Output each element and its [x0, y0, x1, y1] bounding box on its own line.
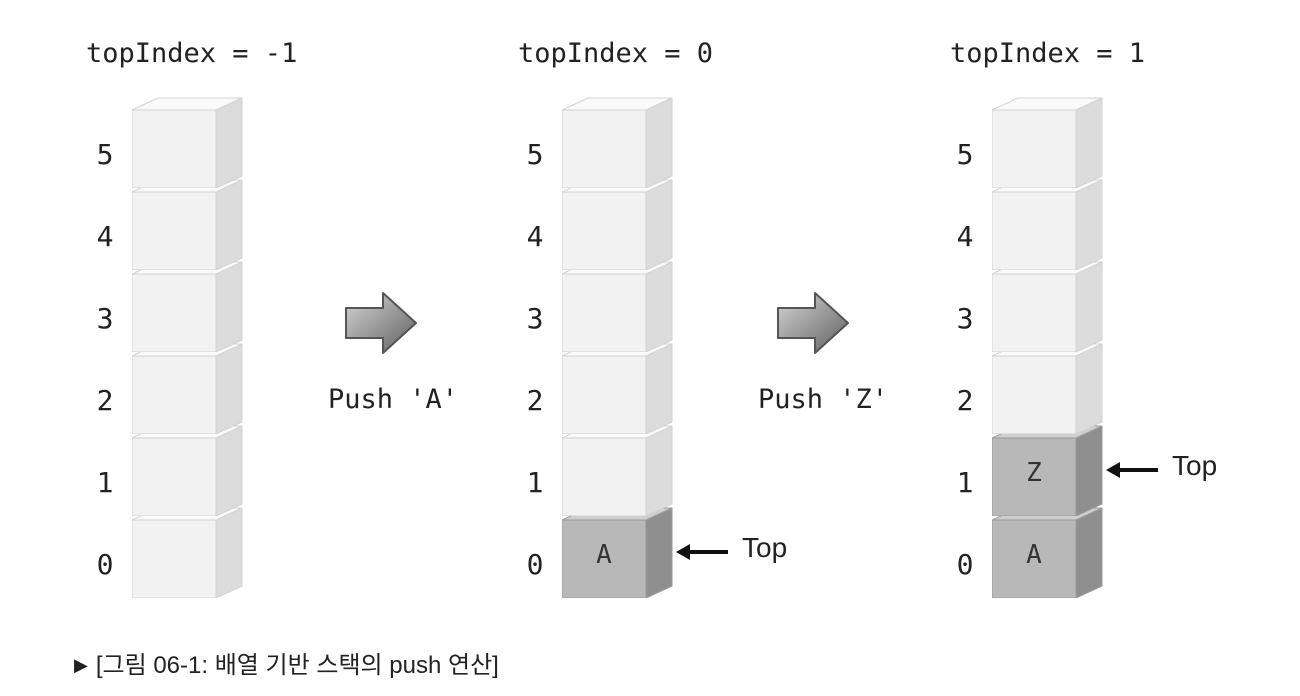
- triangle-marker-icon: ▶: [74, 655, 88, 675]
- index-label: 4: [956, 220, 974, 253]
- push-a-label: Push 'A': [328, 384, 459, 415]
- stack-title: topIndex = -1: [86, 38, 298, 69]
- cell-value: Z: [1026, 458, 1042, 488]
- left-arrow-icon: [1106, 462, 1158, 478]
- index-label: 3: [96, 302, 114, 335]
- index-label: 5: [956, 138, 974, 171]
- stack-cell-empty: [132, 424, 244, 516]
- index-label: 1: [526, 466, 544, 499]
- stack-cell-empty: [562, 424, 674, 516]
- stack-cell-empty: [562, 260, 674, 352]
- top-label: Top: [742, 532, 788, 563]
- index-label: 0: [526, 548, 544, 581]
- left-arrow-icon: [676, 544, 728, 560]
- index-label: 0: [96, 548, 114, 581]
- index-label: 5: [96, 138, 114, 171]
- stack-title: topIndex = 1: [950, 38, 1146, 69]
- stack-cell-empty: [132, 260, 244, 352]
- cell-value: A: [1026, 540, 1042, 570]
- stack-cell-empty: [132, 96, 244, 188]
- stack-cell-filled: A: [992, 506, 1104, 598]
- push-z-label: Push 'Z': [758, 384, 889, 415]
- stack-cell-empty: [132, 506, 244, 598]
- stack-cell-empty: [992, 178, 1104, 270]
- stack-title: topIndex = 0: [518, 38, 714, 69]
- index-label: 2: [96, 384, 114, 417]
- index-label: 0: [956, 548, 974, 581]
- push-arrow-icon: [343, 290, 419, 360]
- index-label: 1: [96, 466, 114, 499]
- stack-cell-empty: [992, 96, 1104, 188]
- index-label: 2: [956, 384, 974, 417]
- stack-cell-empty: [992, 342, 1104, 434]
- index-label: 5: [526, 138, 544, 171]
- index-label: 3: [526, 302, 544, 335]
- push-arrow-icon: [775, 290, 851, 360]
- top-label: Top: [1172, 450, 1218, 481]
- stack-cell-filled: Z: [992, 424, 1104, 516]
- caption-text: [그림 06-1: 배열 기반 스택의 push 연산]: [95, 652, 499, 679]
- stack-cell-empty: [992, 260, 1104, 352]
- stack-cell-empty: [562, 342, 674, 434]
- stack-cell-filled: A: [562, 506, 674, 598]
- stack-cell-empty: [132, 178, 244, 270]
- figure-caption: ▶ [그림 06-1: 배열 기반 스택의 push 연산]: [74, 645, 499, 680]
- index-label: 2: [526, 384, 544, 417]
- index-label: 1: [956, 466, 974, 499]
- index-label: 4: [526, 220, 544, 253]
- index-label: 3: [956, 302, 974, 335]
- stack-cell-empty: [562, 96, 674, 188]
- stack-cell-empty: [132, 342, 244, 434]
- stack-cell-empty: [562, 178, 674, 270]
- index-label: 4: [96, 220, 114, 253]
- cell-value: A: [596, 540, 612, 570]
